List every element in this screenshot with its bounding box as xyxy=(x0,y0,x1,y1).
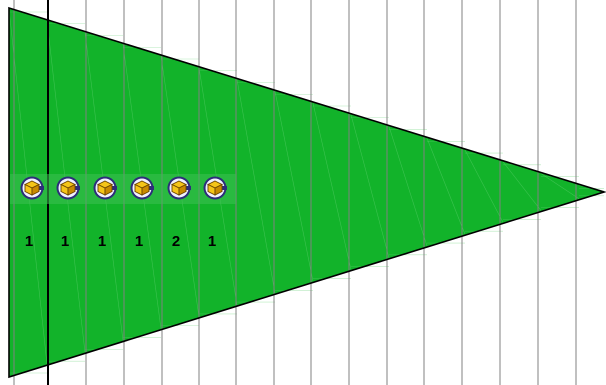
piece-count-label: 1 xyxy=(98,233,106,250)
token-notch xyxy=(149,186,154,190)
piece-count-label: 1 xyxy=(61,233,69,250)
cube-token-icon xyxy=(98,181,112,195)
piece-count-label: 1 xyxy=(135,233,143,250)
cube-token-icon xyxy=(135,181,149,195)
cube-token-icon xyxy=(172,181,186,195)
piece-count-label: 1 xyxy=(208,233,216,250)
piece-count-label: 1 xyxy=(25,233,33,250)
token-notch xyxy=(75,186,80,190)
token-notch xyxy=(39,186,44,190)
cube-token-icon xyxy=(61,181,75,195)
cube-token-icon xyxy=(208,181,222,195)
piece-count-label: 2 xyxy=(172,233,180,250)
token-notch xyxy=(112,186,117,190)
token-notch xyxy=(186,186,191,190)
cube-token-icon xyxy=(25,181,39,195)
token-notch xyxy=(222,186,227,190)
